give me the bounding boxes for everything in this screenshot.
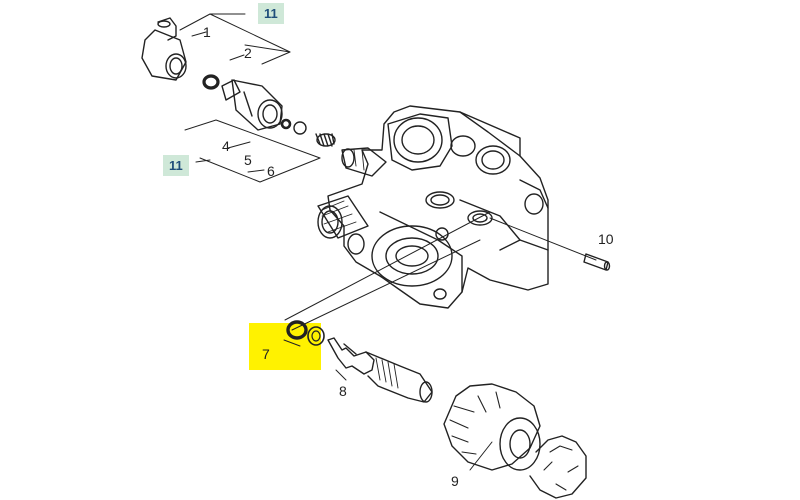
valve-ball [293, 121, 307, 135]
part-9-gear-cap [443, 383, 587, 499]
callout-11-top: 11 [258, 3, 284, 24]
callout-2: 2 [244, 45, 252, 61]
callout-10: 10 [598, 231, 614, 247]
callout-11-left: 11 [163, 155, 189, 176]
part-1-elbow-fitting [141, 17, 187, 81]
part-6-spring [315, 133, 336, 147]
callout-6: 6 [267, 163, 275, 179]
adapter-nut [221, 79, 283, 131]
callout-5: 5 [244, 152, 252, 168]
part-2-o-ring [202, 74, 220, 90]
part-10-pin [583, 253, 611, 271]
callout-7: 7 [262, 346, 270, 362]
callout-9: 9 [451, 473, 459, 489]
part-8-valve-stem [327, 337, 433, 403]
callout-4: 4 [222, 138, 230, 154]
part-7-seal-set [286, 320, 325, 346]
leader-lines [179, 13, 597, 471]
part-5-small-o-ring [280, 118, 292, 130]
callout-1: 1 [203, 24, 211, 40]
pump-housing [317, 105, 549, 309]
callout-8: 8 [339, 383, 347, 399]
